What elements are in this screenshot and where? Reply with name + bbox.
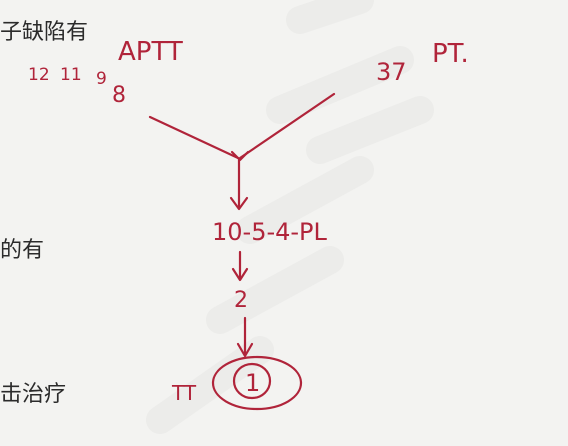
pt-label: PT. <box>432 39 469 69</box>
factor-9: 9 <box>96 69 107 89</box>
factor-1-label: 1 <box>245 369 260 397</box>
watermark <box>146 0 434 434</box>
intrinsic-pathway-line <box>148 115 240 160</box>
common-pathway-label: 10-5-4-PL <box>212 218 328 246</box>
tt-label: TT <box>171 381 197 405</box>
slide-text-line-1: 子缺陷有 <box>0 20 89 45</box>
arrow-head-3 <box>236 342 254 358</box>
factor-11: 11 <box>60 65 82 85</box>
arrow-head-1 <box>229 196 249 211</box>
outer-circle <box>211 355 303 411</box>
slide-text-line-3: 击治疗 <box>0 382 67 407</box>
factor-8: 8 <box>112 83 126 108</box>
factor-12: 12 <box>28 65 50 85</box>
pt-factors: 37 <box>376 58 407 86</box>
factor-2-label: 2 <box>234 288 248 313</box>
inner-circle <box>232 362 272 400</box>
slide-text-line-2: 的有 <box>0 238 45 263</box>
arrow-head-2 <box>231 267 249 282</box>
extrinsic-pathway-line <box>238 92 336 160</box>
aptt-label: APTT <box>118 37 183 67</box>
